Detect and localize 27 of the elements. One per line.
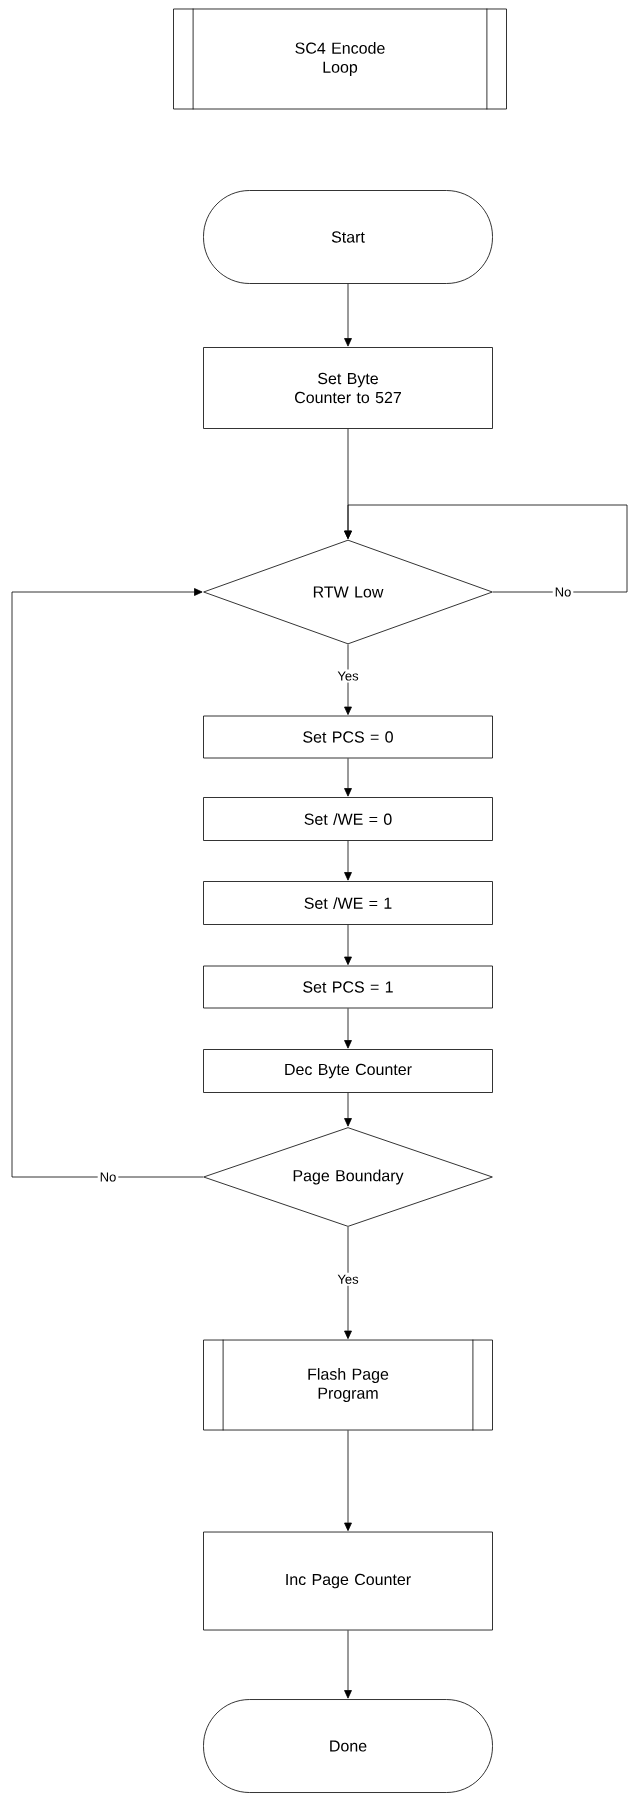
- edge-label: No: [552, 585, 574, 599]
- terminator: Start: [203, 190, 493, 284]
- process-box: Set PCS = 1: [203, 965, 493, 1009]
- edge-label: No: [97, 1170, 119, 1184]
- process-box: Set /WE = 1: [203, 881, 493, 925]
- arrow: [344, 1226, 352, 1340]
- process-box: Set Byte Counter to 527: [203, 347, 493, 429]
- arrow: [344, 1630, 352, 1699]
- process-box: Dec Byte Counter: [203, 1049, 493, 1093]
- edge-label: Yes: [335, 1272, 361, 1286]
- arrow: [11, 588, 204, 1178]
- arrow: [344, 1092, 352, 1127]
- subroutine-box: Flash Page Program: [203, 1339, 493, 1431]
- terminator: Done: [203, 1699, 493, 1793]
- process-box: Inc Page Counter: [203, 1531, 493, 1631]
- process-box: Set /WE = 0: [203, 797, 493, 841]
- arrow: [344, 1008, 352, 1049]
- subroutine-box: SC4 Encode Loop: [173, 8, 507, 110]
- process-box: Set PCS = 0: [203, 715, 493, 759]
- arrow: [344, 644, 352, 715]
- arrow: [344, 924, 352, 966]
- arrow: [344, 504, 628, 593]
- arrow: [344, 840, 352, 881]
- edge-label: Yes: [335, 669, 361, 683]
- arrow: [344, 283, 352, 347]
- arrow: [344, 758, 352, 797]
- arrow: [344, 1430, 352, 1532]
